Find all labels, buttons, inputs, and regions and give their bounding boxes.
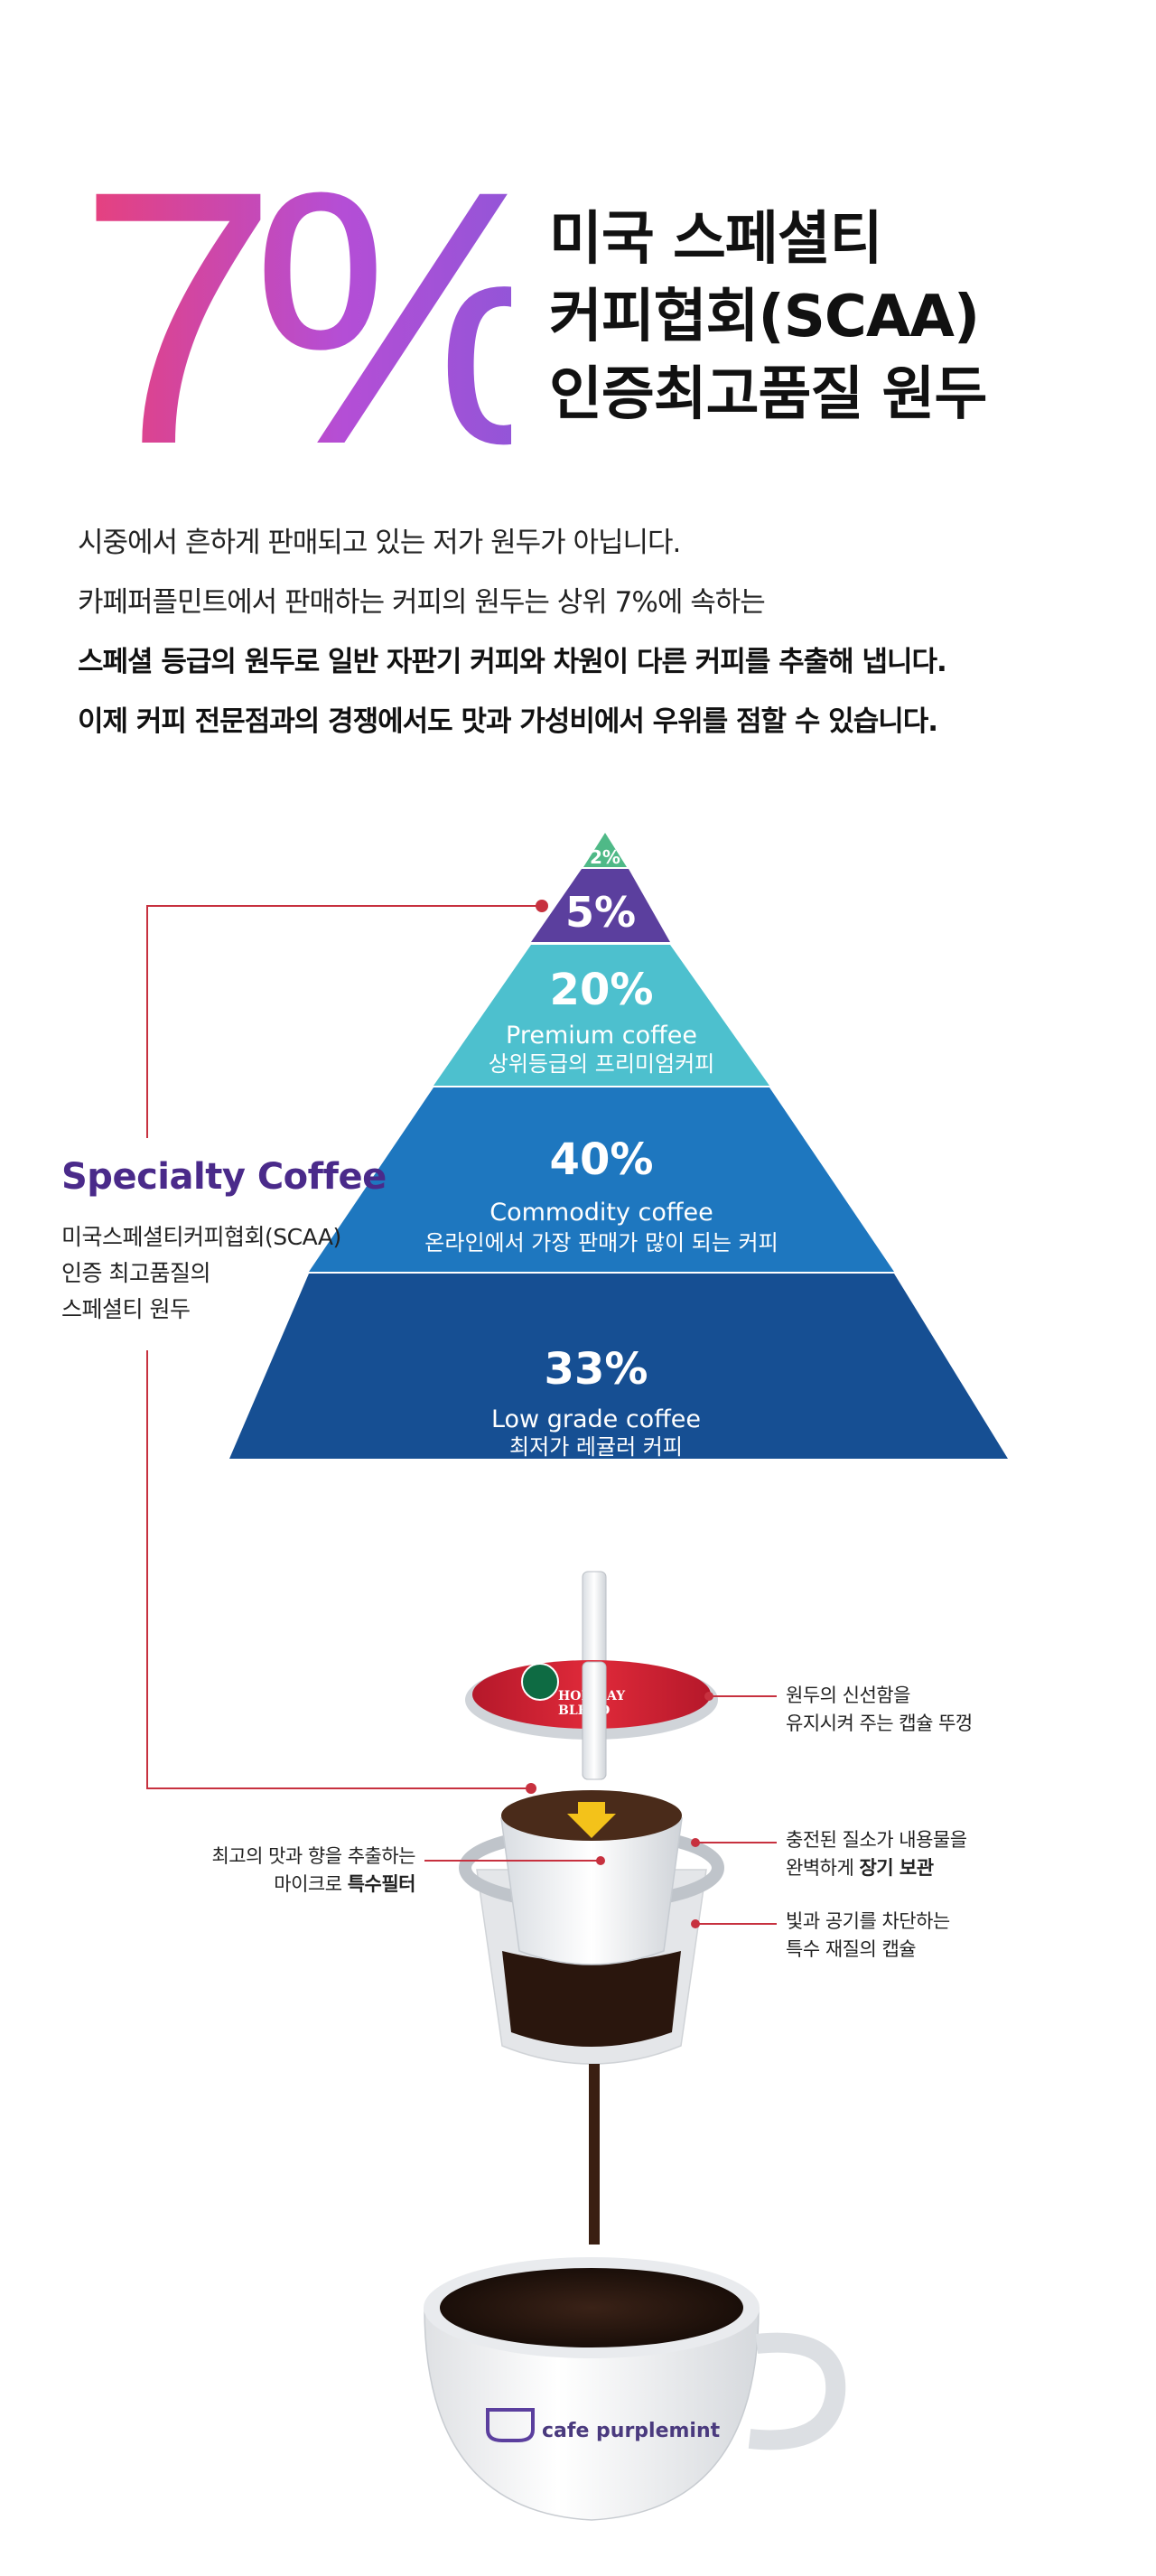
pyramid-tier-20-percent: 20% <box>550 965 654 1015</box>
starbucks-logo-icon <box>521 1663 559 1701</box>
storage-note-line2: 완벽하게 장기 보관 <box>786 1854 967 1882</box>
coffee-surface <box>440 2268 743 2347</box>
pyramid-tier-5 <box>531 869 670 942</box>
filter-note: 최고의 맛과 향을 추출하는 마이크로 특수필터 <box>144 1843 415 1899</box>
capsule-connector-dot <box>526 1783 536 1794</box>
storage-note: 충전된 질소가 내용물을 완벽하게 장기 보관 <box>786 1826 967 1882</box>
flow-arrow-icon <box>567 1802 616 1838</box>
filter-callout-dot <box>596 1856 605 1865</box>
pyramid-tier-20-desc: 상위등급의 프리미엄커피 <box>489 1051 715 1077</box>
filter-note-line1: 최고의 맛과 향을 추출하는 <box>211 1845 415 1867</box>
lid-note-line: 유지시켜 주는 캡슐 뚜껑 <box>786 1713 973 1734</box>
specialty-title: Specialty Coffee <box>61 1156 387 1198</box>
hero-title: 미국 스페셜티 커피협회(SCAA) 인증최고품질 원두 <box>549 201 1127 434</box>
hero-title-line: 인증최고품질 원두 <box>549 361 987 428</box>
intro-line: 카페퍼플민트에서 판매하는 커피의 원두는 상위 7%에 속하는 <box>78 586 766 619</box>
specialty-connector-dot <box>536 900 548 912</box>
pyramid-tier-20-name: Premium coffee <box>506 1022 697 1050</box>
pyramid-tier-33-desc: 최저가 레귤러 커피 <box>509 1434 683 1460</box>
pyramid-tier-40-name: Commodity coffee <box>489 1199 713 1227</box>
pyramid-tier-5-percent: 5% <box>565 888 636 937</box>
pyramid-tier-2-percent: 2% <box>590 846 620 868</box>
specialty-desc-line: 스페셜티 원두 <box>61 1296 191 1322</box>
filter-note-prefix: 마이크로 <box>274 1873 348 1895</box>
hero-title-line: 커피협회(SCAA) <box>549 284 980 350</box>
pyramid-tier-33-name: Low grade coffee <box>491 1405 701 1433</box>
coffee-stream <box>589 2064 600 2245</box>
filter-note-bold: 특수필터 <box>347 1873 416 1895</box>
specialty-description: 미국스페셜티커피협회(SCAA) 인증 최고품질의 스페셜티 원두 <box>61 1219 341 1328</box>
pyramid-tier-20 <box>434 945 769 1086</box>
pyramid-tier-33 <box>229 1274 1008 1459</box>
capsule-note-line: 특수 재질의 캡슐 <box>786 1938 917 1960</box>
pyramid-tier-2 <box>583 833 627 867</box>
capsule-note-line: 빛과 공기를 차단하는 <box>786 1910 950 1932</box>
specialty-desc-line: 인증 최고품질의 <box>61 1260 210 1286</box>
intro-line-strong: 이제 커피 전문점과의 경쟁에서도 맛과 가성비에서 우위를 점할 수 있습니다… <box>78 705 938 738</box>
intro-line-strong: 스페셜 등급의 원두로 일반 자판기 커피와 차원이 다른 커피를 추출해 냅니… <box>78 646 947 678</box>
capsule-illustration: HOLIDAY BLEND cafe purplemint <box>146 1526 846 2521</box>
coffee-in-capsule <box>502 1951 681 2047</box>
needle-over-lid <box>582 1661 607 1780</box>
storage-note-line1: 충전된 질소가 내용물을 <box>786 1829 967 1851</box>
lid-callout-dot <box>704 1692 713 1701</box>
micro-filter <box>500 1817 683 1965</box>
pyramid-tier-33-percent: 33% <box>545 1344 648 1395</box>
storage-note-bold: 장기 보관 <box>859 1857 934 1879</box>
capsule-callout-dot <box>691 1919 700 1928</box>
capsule-note: 빛과 공기를 차단하는 특수 재질의 캡슐 <box>786 1908 950 1964</box>
hero-title-line: 미국 스페셜티 <box>549 206 883 273</box>
cup-handle <box>748 2332 846 2450</box>
pyramid-tier-40-desc: 온라인에서 가장 판매가 많이 되는 커피 <box>424 1230 778 1255</box>
storage-note-prefix: 완벽하게 <box>786 1857 860 1879</box>
hero-percent-text: 7% <box>87 172 511 470</box>
hero-percent-graphic: 7% <box>87 172 511 470</box>
cup-brand-text: cafe purplemint <box>542 2420 721 2442</box>
specialty-connector-capsule <box>146 1526 531 1789</box>
coffee-grade-pyramid: 2% 5% 20% Premium coffee 상위등급의 프리미엄커피 40… <box>146 833 1008 1526</box>
storage-callout-dot <box>691 1838 700 1847</box>
specialty-desc-line: 미국스페셜티커피협회(SCAA) <box>61 1224 341 1250</box>
lid-note: 원두의 신선함을 유지시켜 주는 캡슐 뚜껑 <box>786 1682 973 1738</box>
cup-logo-icon <box>486 2408 535 2442</box>
specialty-connector-top <box>146 905 542 1138</box>
coffee-cup <box>424 2307 760 2521</box>
intro-text: 시중에서 흔하게 판매되고 있는 저가 원두가 아닙니다. 카페퍼플민트에서 판… <box>78 513 1125 751</box>
filter-note-line2: 마이크로 특수필터 <box>144 1871 415 1899</box>
intro-line: 시중에서 흔하게 판매되고 있는 저가 원두가 아닙니다. <box>78 527 681 559</box>
pyramid-tier-40 <box>309 1087 894 1272</box>
lid-note-line: 원두의 신선함을 <box>786 1685 910 1706</box>
pyramid-tier-40-percent: 40% <box>550 1134 654 1185</box>
